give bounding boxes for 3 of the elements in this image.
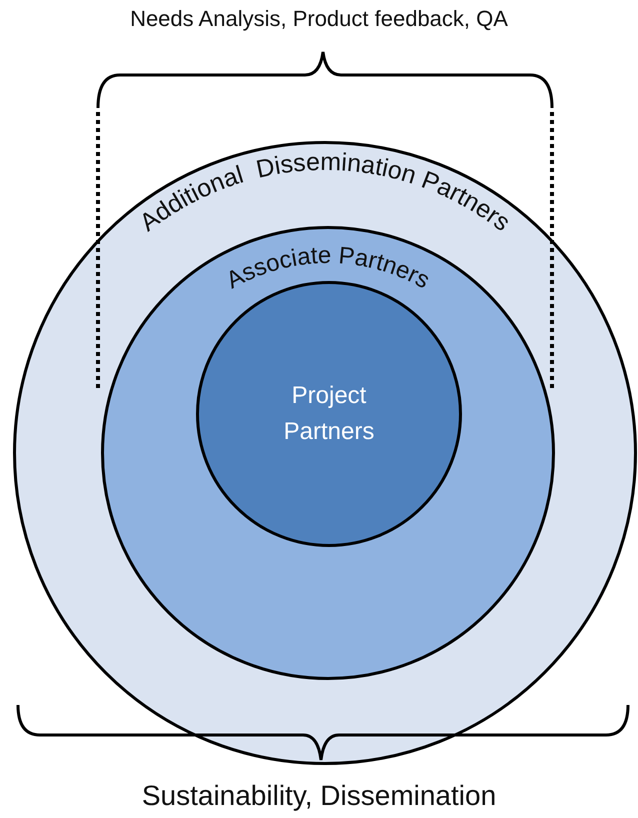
caption-text: Needs Analysis, Product feedback, QA xyxy=(129,6,509,32)
circle-label: Project Partners xyxy=(282,381,376,447)
caption-text: Sustainability, Dissemination xyxy=(140,780,498,812)
